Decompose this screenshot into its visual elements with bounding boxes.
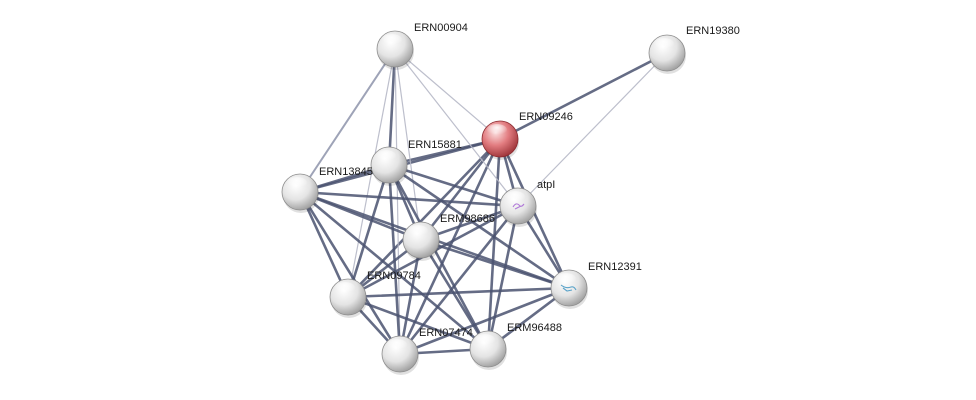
node-erm96488[interactable]: ERM96488 xyxy=(469,322,562,370)
edges-layer xyxy=(298,47,669,356)
edge-ern12391-ern07474 xyxy=(398,286,571,356)
node-label: ERN00904 xyxy=(414,22,468,34)
edge-atpi-ern07474 xyxy=(398,204,520,356)
node-erm98686[interactable]: ERM98686 xyxy=(402,213,495,261)
node-highlight xyxy=(654,38,674,50)
nodes-layer: ERN09246 ERN00904 ERN19380ERN15881ERN13845… xyxy=(281,22,740,375)
node-ern07474[interactable]: ERN07474 xyxy=(381,327,473,375)
edge-ern09246-ern19380 xyxy=(498,51,669,141)
edge-ern13845-atpi xyxy=(298,190,520,208)
node-label: ERN15881 xyxy=(408,139,462,151)
node-highlight xyxy=(475,334,495,346)
edge-atpi-erm96488 xyxy=(486,204,520,351)
node-highlight xyxy=(287,177,307,189)
node-label: ERN19380 xyxy=(686,25,740,37)
node-highlight xyxy=(487,124,507,136)
edge-ern00904-atpi xyxy=(394,48,519,207)
edge-ern09246-erm96488 xyxy=(486,137,502,351)
edge-ern00904-ern15881 xyxy=(387,47,397,167)
node-ern15881[interactable]: ERN15881 xyxy=(370,139,462,186)
edge-ern13845-ern09784 xyxy=(298,190,350,299)
edge-ern09246-ern09784 xyxy=(346,137,502,299)
edge-ern09784-erm96488 xyxy=(346,295,490,351)
edge-ern09246-erm98686 xyxy=(419,137,502,242)
node-label: ERN09784 xyxy=(367,270,421,282)
node-ern12391[interactable]: ERN12391 xyxy=(550,261,642,309)
edge-ern00904-ern13845 xyxy=(299,48,396,193)
node-atpi[interactable]: atpI xyxy=(499,179,555,227)
edge-ern15881-erm96488 xyxy=(387,163,490,351)
node-ern19380[interactable]: ERN19380 xyxy=(648,25,740,74)
edge-ern09784-ern12391 xyxy=(346,286,571,299)
node-highlight xyxy=(387,339,407,351)
protein-structure-icon xyxy=(512,203,525,210)
node-ern13845[interactable]: ERN13845 xyxy=(281,166,373,213)
node-label: ERN13845 xyxy=(319,166,373,178)
node-label: ERN07474 xyxy=(419,327,473,339)
edge-ern09246-ern00904 xyxy=(394,48,501,140)
edge-ern13845-ern07474 xyxy=(298,190,402,356)
node-highlight xyxy=(556,273,576,285)
edge-erm98686-erm96488 xyxy=(419,238,490,351)
node-highlight xyxy=(335,282,355,294)
node-label: ERN12391 xyxy=(588,261,642,273)
edge-ern15881-atpi xyxy=(387,163,520,208)
node-label: ERM98686 xyxy=(440,213,495,225)
node-ern00904[interactable]: ERN00904 xyxy=(376,22,468,70)
protein-structure-icon xyxy=(560,284,577,292)
edge-ern19380-atpi xyxy=(517,52,668,207)
node-label: ERN09246 xyxy=(519,111,573,123)
node-highlight xyxy=(505,191,525,203)
node-highlight xyxy=(408,225,428,237)
edge-ern00904-ern07474 xyxy=(394,48,401,355)
node-label: ERM96488 xyxy=(507,322,562,334)
edge-ern00904-ern09784 xyxy=(347,48,396,298)
node-label: atpI xyxy=(537,179,555,191)
node-ern09246[interactable]: ERN09246 xyxy=(481,111,573,160)
edge-ern00904-erm98686 xyxy=(394,48,422,241)
node-highlight xyxy=(376,150,396,162)
node-highlight xyxy=(382,34,402,46)
edge-erm98686-ern07474 xyxy=(398,238,423,356)
edge-ern15881-ern09784 xyxy=(346,163,391,299)
node-ern09784[interactable]: ERN09784 xyxy=(329,270,421,318)
edge-erm98686-ern12391 xyxy=(419,238,571,290)
edge-ern13845-erm96488 xyxy=(298,190,490,351)
